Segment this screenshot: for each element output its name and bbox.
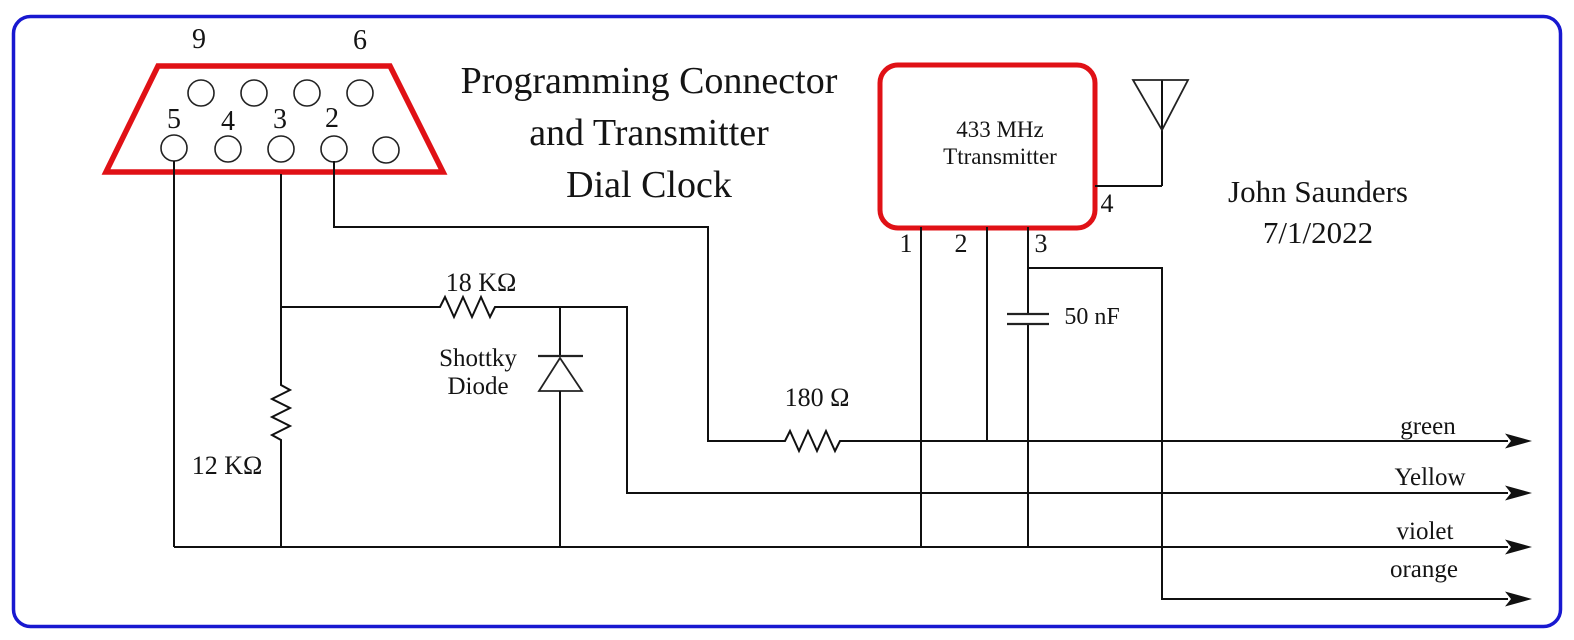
db9-pin-label-3: 3 xyxy=(273,104,287,135)
page-title: Programming Connector and Transmitter Di… xyxy=(399,55,899,211)
wire-label-yellow: Yellow xyxy=(1394,464,1466,491)
diode-triangle xyxy=(537,356,584,392)
connector-hole xyxy=(293,79,321,107)
antenna-icon xyxy=(1131,79,1190,132)
resistor-18k-label: 18 KΩ xyxy=(445,268,517,297)
wire-label-green: green xyxy=(1400,413,1456,440)
connector-hole xyxy=(346,79,374,107)
wire-tx-pin4-antenna xyxy=(1095,80,1163,187)
page-title-line3: Dial Clock xyxy=(566,164,732,206)
connector-hole xyxy=(214,135,242,163)
tx-pin-label-4: 4 xyxy=(1100,189,1114,218)
transmitter-label-line2: Ttransmitter xyxy=(943,144,1057,169)
arrowhead-orange xyxy=(1505,591,1532,607)
db9-pin-label-5: 5 xyxy=(167,104,181,135)
wire-db9-pin3-with-12k-resistor xyxy=(269,174,293,547)
db9-pin-label-9: 9 xyxy=(192,24,206,55)
transmitter-label-line1: 433 MHz xyxy=(956,117,1044,142)
db9-connector-outline xyxy=(101,63,448,175)
resistor-180-label: 180 Ω xyxy=(784,383,850,412)
arrowhead-green xyxy=(1505,433,1532,449)
connector-hole xyxy=(187,79,215,107)
wire-db9-pin2-180ohm-to-green xyxy=(333,161,1508,454)
resistor-12k-label: 12 KΩ xyxy=(191,451,263,480)
author-block: John Saunders 7/1/2022 xyxy=(1193,171,1443,253)
db9-pin-label-6: 6 xyxy=(353,25,367,56)
wire-label-violet: violet xyxy=(1396,518,1454,545)
db9-pin-label-2: 2 xyxy=(325,103,339,134)
connector-hole xyxy=(240,79,268,107)
tx-pin-label-2: 2 xyxy=(954,229,968,258)
author-date: 7/1/2022 xyxy=(1262,215,1374,250)
tx-pin-label-3: 3 xyxy=(1034,229,1048,258)
page-title-line2: and Transmitter xyxy=(529,112,769,154)
page-title-line1: Programming Connector xyxy=(460,60,838,102)
diode-label: Shottky Diode xyxy=(439,345,517,401)
diode-label-line2: Diode xyxy=(447,373,509,400)
connector-hole xyxy=(267,135,295,163)
arrowhead-violet xyxy=(1505,539,1532,555)
db9-pin-label-4: 4 xyxy=(221,106,235,137)
author-name: John Saunders xyxy=(1228,174,1408,209)
wire-18k-resistor-to-yellow xyxy=(281,294,1508,494)
page-border xyxy=(11,14,1563,629)
capacitor-label: 50 nF xyxy=(1064,304,1120,330)
tx-pin-label-1: 1 xyxy=(899,229,913,258)
connector-hole xyxy=(372,136,400,164)
wire-tx-pin3-to-orange xyxy=(1028,267,1508,600)
diode-label-line1: Shottky xyxy=(439,345,517,372)
transmitter-label: 433 MHz Ttransmitter xyxy=(900,116,1100,170)
wire-label-orange: orange xyxy=(1389,556,1459,583)
arrowhead-yellow xyxy=(1505,485,1532,501)
